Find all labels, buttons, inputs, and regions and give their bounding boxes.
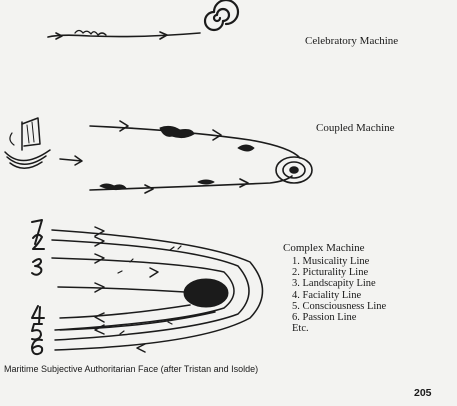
coupled-machine-label: Coupled Machine	[316, 122, 395, 134]
spiral-icon	[275, 156, 313, 184]
complex-machine-label: Complex Machine	[283, 242, 365, 254]
arrow-mark	[119, 120, 129, 132]
list-item: 5. Consciousness Line	[292, 300, 387, 312]
celebratory-machine-drawing	[47, 0, 240, 40]
list-item: 2. Picturality Line	[292, 267, 369, 279]
arrow-mark	[94, 312, 105, 323]
complex-machine-lines-list: 1. Musicality Line 2. Picturality Line 3…	[292, 256, 386, 334]
complex-line-4	[57, 286, 186, 293]
complex-line-3	[51, 257, 235, 331]
arrow-mark	[94, 253, 105, 264]
arrow-mark	[212, 129, 222, 141]
celebratory-line	[47, 32, 201, 38]
numeral-5	[31, 323, 43, 341]
blob-mark	[237, 144, 255, 152]
list-item: 3. Landscapity Line	[292, 278, 376, 290]
arrow-mark	[94, 236, 105, 247]
arrow-mark	[136, 343, 146, 353]
blob-mark	[159, 125, 195, 139]
coupled-machine-drawing	[89, 120, 313, 194]
list-item: 6. Passion Line	[292, 312, 357, 324]
numeral-1	[31, 219, 43, 245]
numeral-3	[31, 258, 43, 276]
arrow-mark	[94, 226, 105, 237]
arrow-mark	[159, 31, 168, 40]
page-number: 205	[414, 387, 432, 399]
coupled-line-top	[89, 125, 301, 159]
face-blob	[183, 278, 229, 308]
complex-line-2	[51, 239, 250, 341]
numeral-2	[32, 233, 45, 250]
arrow-mark	[239, 178, 249, 188]
spiral-icon	[203, 0, 240, 32]
list-item: 1. Musicality Line	[292, 256, 370, 267]
numeral-4	[31, 305, 45, 325]
arrow-mark	[94, 282, 105, 293]
blob-mark	[197, 179, 215, 185]
numeral-6	[31, 338, 44, 356]
squiggle-mark	[74, 29, 107, 36]
arrow-mark	[149, 267, 159, 278]
blob-mark	[99, 183, 127, 191]
arrow-mark	[55, 32, 63, 40]
complex-machine-drawing	[31, 219, 264, 356]
arrow-mark	[144, 184, 154, 194]
figure-caption: Maritime Subjective Authoritarian Face (…	[4, 364, 259, 374]
complex-line-6	[59, 311, 216, 331]
list-item: 4. Faciality Line	[292, 289, 362, 301]
celebratory-machine-label: Celebratory Machine	[305, 35, 399, 47]
boat-icon	[4, 117, 83, 169]
list-item: Etc.	[292, 323, 309, 335]
complex-line-5	[59, 304, 191, 319]
arrow-mark	[94, 324, 105, 335]
complex-line-1	[51, 229, 264, 351]
